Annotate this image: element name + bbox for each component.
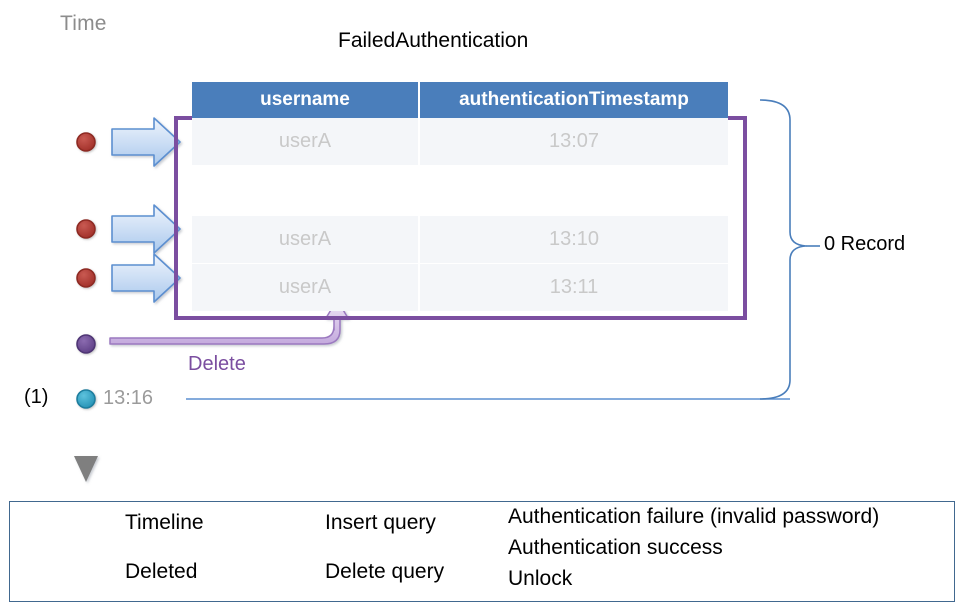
legend-label-auth-success: Authentication success <box>508 536 723 559</box>
table-row: userA 13:10 <box>192 216 728 263</box>
column-header-timestamp: authenticationTimestamp <box>459 89 689 110</box>
cell-empty <box>192 165 420 212</box>
cell-timestamp: 13:10 <box>420 216 728 263</box>
event-dot-unlock <box>76 334 96 354</box>
timeline-axis <box>74 43 98 482</box>
legend-label-timeline: Timeline <box>125 511 204 534</box>
column-header-username: username <box>192 82 420 118</box>
table-row-empty <box>192 165 728 212</box>
legend-label-deleted: Deleted <box>125 560 198 583</box>
cell-empty <box>420 165 728 212</box>
event-dot-failure-2 <box>76 219 96 239</box>
legend-label-insert-query: Insert query <box>325 511 436 534</box>
cell-username: userA <box>192 264 420 311</box>
legend-label-delete-query: Delete query <box>325 560 445 583</box>
insert-query-arrow-3 <box>111 253 181 303</box>
delete-arrow-label: Delete <box>188 353 246 375</box>
success-timestamp-label: 13:16 <box>103 387 154 409</box>
step-marker-label: (1) <box>24 386 49 408</box>
page-title: FailedAuthentication <box>338 29 529 52</box>
event-dot-success <box>76 389 96 409</box>
record-bracket <box>759 99 807 400</box>
event-dot-failure-3 <box>76 268 96 288</box>
legend-label-auth-failure: Authentication failure (invalid password… <box>508 505 880 528</box>
legend-label-unlock: Unlock <box>508 567 573 590</box>
time-axis-label: Time <box>60 12 107 35</box>
table-row: userA 13:11 <box>192 264 728 311</box>
table-body: userA 13:07 userA 13:10 userA 13:11 <box>192 118 728 311</box>
failed-authentication-table: username authenticationTimestamp userA 1… <box>192 82 728 311</box>
cell-timestamp: 13:11 <box>420 264 728 311</box>
insert-query-arrow-1 <box>111 117 181 167</box>
legend-panel <box>9 501 955 602</box>
table-row: userA 13:07 <box>192 118 728 165</box>
cell-username: userA <box>192 216 420 263</box>
record-count-annotation: 0 Record <box>824 233 906 255</box>
insert-query-arrow-2 <box>111 204 181 254</box>
event-dot-failure-1 <box>76 132 96 152</box>
cell-timestamp: 13:07 <box>420 118 728 165</box>
table-header-row: username authenticationTimestamp <box>192 82 728 118</box>
cell-username: userA <box>192 118 420 165</box>
